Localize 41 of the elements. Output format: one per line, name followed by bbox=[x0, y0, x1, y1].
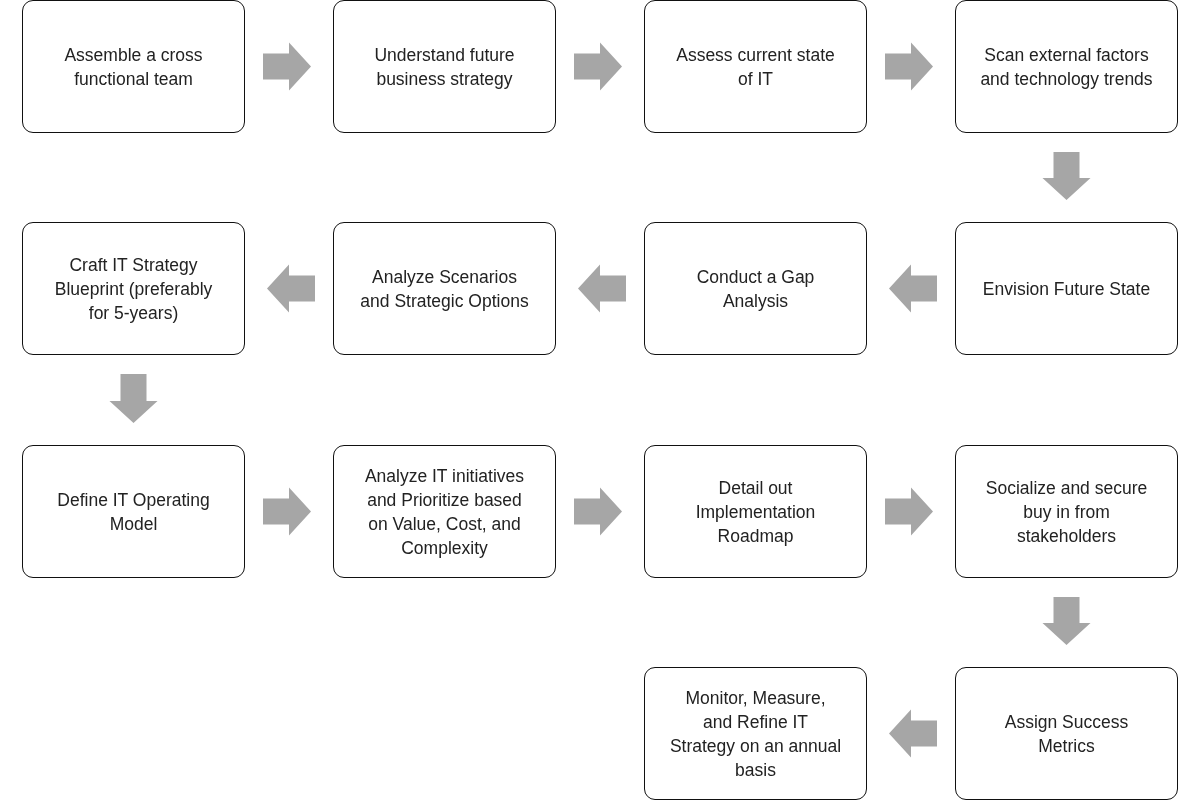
step-label: Monitor, Measure, and Refine IT Strategy on an annual basis bbox=[669, 686, 842, 782]
block-arrow bbox=[1042, 597, 1091, 645]
step-label: Assign Success Metrics bbox=[1003, 710, 1130, 758]
block-arrow bbox=[574, 42, 622, 91]
process-box bbox=[22, 0, 245, 133]
process-box bbox=[955, 667, 1178, 800]
block-arrow bbox=[885, 487, 933, 536]
step-label: Understand future business strategy bbox=[373, 43, 516, 91]
step-label: Analyze IT initiatives and Prioritize based on Value, Cost, and Complexity bbox=[363, 464, 526, 560]
step-label: Define IT Operating Model bbox=[56, 488, 211, 536]
block-arrow bbox=[574, 487, 622, 536]
block-arrow bbox=[263, 42, 311, 91]
process-box bbox=[644, 667, 867, 800]
step-label: Assemble a cross functional team bbox=[63, 43, 204, 91]
step-label: Conduct a Gap Analysis bbox=[695, 265, 816, 313]
process-box bbox=[644, 222, 867, 355]
process-box bbox=[333, 222, 556, 355]
step-label: Envision Future State bbox=[982, 277, 1151, 301]
block-arrow bbox=[889, 709, 937, 758]
process-box bbox=[333, 445, 556, 578]
step-label: Analyze Scenarios and Strategic Options bbox=[359, 265, 530, 313]
step-label: Craft IT Strategy Blueprint (preferably for 5-years) bbox=[53, 253, 214, 325]
process-box bbox=[955, 445, 1178, 578]
block-arrow bbox=[263, 487, 311, 536]
step-label: Detail out Implementation Roadmap bbox=[694, 476, 817, 548]
process-box bbox=[22, 445, 245, 578]
process-box bbox=[644, 0, 867, 133]
process-box bbox=[644, 445, 867, 578]
block-arrow bbox=[267, 264, 315, 313]
step-label: Scan external factors and technology trends bbox=[980, 43, 1153, 91]
step-label: Socialize and secure buy in from stakeholders bbox=[984, 476, 1149, 548]
step-label: Assess current state of IT bbox=[675, 43, 836, 91]
block-arrow bbox=[885, 42, 933, 91]
process-box bbox=[955, 0, 1178, 133]
process-box bbox=[955, 222, 1178, 355]
block-arrow bbox=[889, 264, 937, 313]
block-arrow bbox=[1042, 152, 1091, 200]
process-box bbox=[22, 222, 245, 355]
block-arrow bbox=[578, 264, 626, 313]
block-arrow bbox=[109, 374, 158, 423]
process-box bbox=[333, 0, 556, 133]
